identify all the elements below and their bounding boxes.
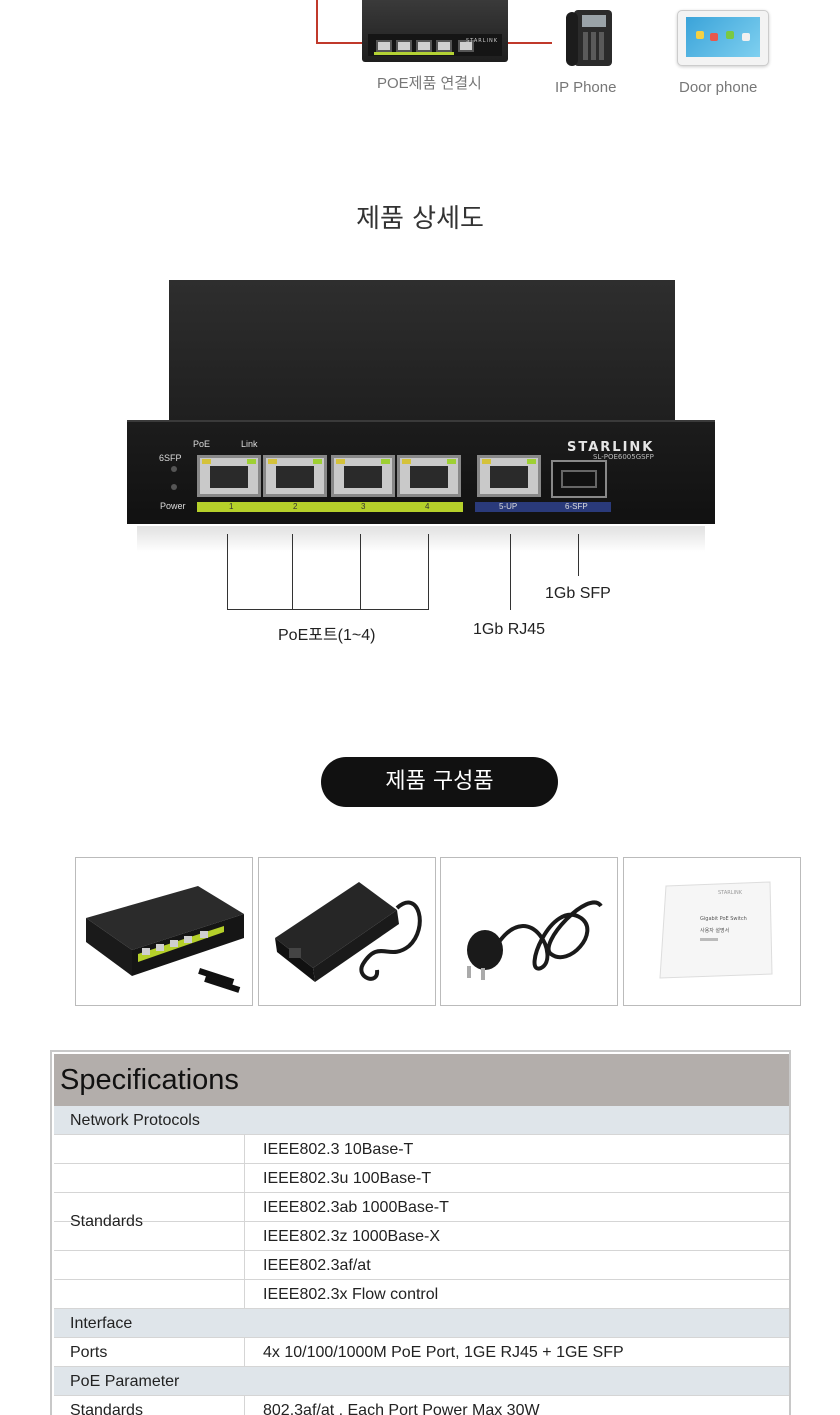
manual-brand-text: STARLINK bbox=[718, 890, 743, 896]
rj45-callout: 1Gb RJ45 bbox=[473, 621, 546, 638]
rj45-callout-line bbox=[510, 534, 511, 610]
spec-row-poe-standards: Standards 802.3af/at , Each Port Power M… bbox=[54, 1396, 789, 1415]
sfp-callout-line bbox=[578, 534, 579, 576]
sfp-led-label: 6SFP bbox=[159, 453, 182, 463]
poe-callout-line-4 bbox=[428, 534, 429, 610]
poe-callout-line-2 bbox=[292, 534, 293, 610]
spec-row-standard: IEEE802.3z 1000Base-X bbox=[54, 1222, 789, 1251]
standards-label: Standards bbox=[70, 1213, 143, 1230]
rj45-port-5-uplink bbox=[477, 455, 541, 497]
poe-callout-line-1 bbox=[227, 534, 228, 610]
red-cable-left-h bbox=[316, 42, 362, 44]
component-power-cord bbox=[440, 857, 618, 1006]
detail-title: 제품 상세도 bbox=[356, 204, 484, 234]
port-number-2: 2 bbox=[293, 502, 298, 511]
sfp-port-6 bbox=[551, 460, 607, 498]
poe-callout-line-3 bbox=[360, 534, 361, 610]
specifications-table: Specifications Network Protocols IEEE802… bbox=[50, 1050, 791, 1415]
poe-callout-bracket bbox=[227, 609, 429, 610]
device-brand: STARLINK bbox=[567, 440, 655, 455]
sfp-led bbox=[171, 466, 177, 472]
poe-ports-callout: PoE포트(1~4) bbox=[278, 627, 376, 644]
manual-title-text: Gigabit PoE Switch bbox=[700, 916, 747, 922]
poe-connection-caption: POE제품 연결시 bbox=[377, 75, 482, 92]
spec-row-standard: IEEE802.3af/at bbox=[54, 1251, 789, 1280]
rj45-port-2 bbox=[263, 455, 327, 497]
mini-brand-text: STARLINK bbox=[465, 38, 498, 44]
red-cable-left bbox=[316, 0, 318, 44]
link-label: Link bbox=[241, 439, 258, 449]
component-switch bbox=[75, 857, 253, 1006]
group-poe-parameter: PoE Parameter bbox=[54, 1367, 789, 1396]
poe-label: PoE bbox=[193, 439, 211, 449]
port-number-3: 3 bbox=[361, 502, 366, 511]
spec-row-standard: IEEE802.3ab 1000Base-T bbox=[54, 1193, 789, 1222]
ip-phone-image bbox=[566, 10, 612, 66]
group-network-protocols: Network Protocols bbox=[54, 1106, 789, 1135]
spec-row-standard: IEEE802.3x Flow control bbox=[54, 1280, 789, 1309]
red-cable-right bbox=[508, 42, 552, 44]
component-power-adapter bbox=[258, 857, 436, 1006]
specifications-title: Specifications bbox=[60, 1064, 239, 1096]
sfp-port-label: 6-SFP bbox=[565, 502, 588, 511]
device-model: SL-POE6005GSFP bbox=[593, 453, 654, 461]
poe-port-strip bbox=[197, 502, 463, 512]
switch-photo-icon bbox=[86, 886, 244, 993]
component-user-manual: STARLINK Gigabit PoE Switch 사용자 설명서 bbox=[623, 857, 801, 1006]
switch-top-surface bbox=[169, 280, 675, 420]
spec-row-standard: IEEE802.3u 100Base-T bbox=[54, 1164, 789, 1193]
rj45-port-3 bbox=[331, 455, 395, 497]
port-number-1: 1 bbox=[229, 502, 234, 511]
power-led bbox=[171, 484, 177, 490]
components-heading: 제품 구성품 bbox=[321, 757, 558, 807]
uplink-port-strip bbox=[475, 502, 611, 512]
poe-switch-image: STARLINK bbox=[362, 0, 508, 62]
spec-row-standard: IEEE802.3 10Base-T bbox=[54, 1135, 789, 1164]
group-interface: Interface bbox=[54, 1309, 789, 1338]
door-phone-image bbox=[677, 10, 769, 66]
port-number-4: 4 bbox=[425, 502, 430, 511]
power-adapter-icon bbox=[275, 882, 422, 982]
sfp-callout: 1Gb SFP bbox=[545, 585, 611, 602]
power-label: Power bbox=[160, 501, 186, 511]
rj45-port-4 bbox=[397, 455, 461, 497]
user-manual-icon: STARLINK Gigabit PoE Switch 사용자 설명서 bbox=[659, 881, 773, 979]
specifications-header: Specifications bbox=[54, 1054, 789, 1106]
switch-front-view: 6SFP Power PoE Link 1 2 3 4 5-UP 6-SFP S… bbox=[127, 280, 715, 552]
door-phone-caption: Door phone bbox=[679, 79, 758, 96]
uplink-port-label: 5-UP bbox=[499, 502, 518, 511]
manual-subtitle-text: 사용자 설명서 bbox=[700, 927, 729, 934]
spec-row-ports: Ports 4x 10/100/1000M PoE Port, 1GE RJ45… bbox=[54, 1338, 789, 1367]
connection-diagram: STARLINK POE제품 연결시 IP Phone Door phone bbox=[0, 0, 840, 110]
rj45-port-1 bbox=[197, 455, 261, 497]
ip-phone-caption: IP Phone bbox=[555, 79, 617, 96]
power-cord-icon bbox=[467, 900, 603, 980]
